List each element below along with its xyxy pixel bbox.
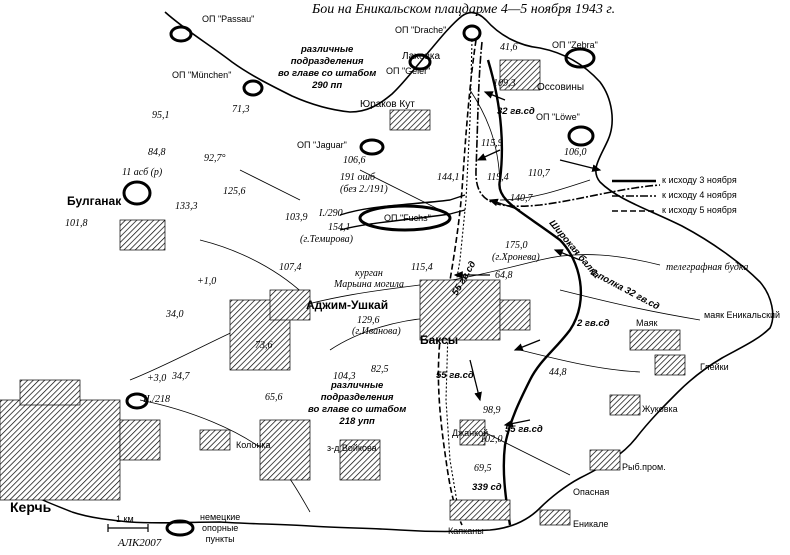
height-129-6: 129,6 [357, 315, 380, 326]
strongpoint-ovals [122, 24, 596, 537]
place-lahovka: Лаховка [402, 51, 441, 62]
place-telegraph: телеграфная будка [666, 262, 749, 273]
legend-strongpoints: немецкие опорные пункты [200, 512, 241, 544]
unit-55-gv-bottom: 55 гв.сд [505, 424, 543, 435]
place-enikale: Еникале [573, 519, 609, 529]
note-south: различные подразделения во главе со штаб… [308, 380, 407, 427]
unit-339-sd: 339 сд [472, 482, 502, 493]
height-115-4: 115,4 [411, 262, 433, 273]
unit-32-gv-north: 32 гв.сд [497, 106, 535, 117]
settlements [0, 59, 686, 526]
unit-191-osho-sub: (без 2./191) [340, 184, 388, 195]
place-bulganak: Булганак [67, 194, 122, 208]
place-kerch: Керчь [10, 499, 52, 515]
height-plus-1-0: +1,0 [197, 276, 217, 287]
legend-nov3: к исходу 3 ноября [662, 175, 737, 185]
unit-55-gv-mid: 55 гв.сд [436, 370, 474, 381]
strongpoint-jaguar: ОП "Jaguar" [297, 140, 347, 150]
unit-temirova: (г.Темирова) [300, 234, 353, 245]
place-baksy: Баксы [420, 333, 459, 347]
legend-scale: 1 км [116, 514, 134, 524]
height-69-5: 69,5 [474, 463, 492, 474]
height-64-8: 64,8 [495, 270, 513, 281]
legend-nov4: к исходу 4 ноября [662, 190, 737, 200]
author-signature: АЛК2007 [118, 537, 162, 549]
height-119-4: 119,4 [487, 172, 509, 183]
height-106-6: 106,6 [343, 155, 366, 166]
note-north: различные подразделения во главе со штаб… [278, 44, 377, 91]
unit-ivanova: (г.Иванова) [352, 326, 401, 337]
strongpoint-fuchs: ОП "Fuchs" [384, 213, 431, 223]
height-44-8: 44,8 [549, 367, 567, 378]
attack-arrows [443, 91, 602, 428]
strongpoint-loewe: ОП "Löwe" [536, 112, 580, 122]
strongpoint-zebra: ОП "Zebra" [552, 40, 598, 50]
height-109-3: 109,3 [493, 78, 516, 89]
place-ossoviny: Оссовины [537, 82, 585, 93]
front-line-nov5 [437, 39, 477, 526]
place-yurakov-kut: Юраков Кут [360, 99, 415, 110]
height-82-5: 82,5 [371, 364, 389, 375]
strongpoint-muenchen: ОП "München" [172, 70, 232, 80]
place-mayak: Маяк [636, 318, 658, 328]
unit-kurgan: курган Марьина могила [334, 268, 404, 290]
height-106-0: 106,0 [564, 147, 587, 158]
height-125-6: 125,6 [223, 186, 246, 197]
strongpoint-geier: ОП "Geier" [386, 66, 431, 76]
place-zhukovka: Жуковка [642, 404, 678, 414]
coastline [71, 11, 774, 533]
place-ryb-prom: Рыб.пром. [622, 462, 666, 472]
height-95-1: 95,1 [152, 110, 170, 121]
unit-2-gv: 2 гв.сд [577, 318, 610, 329]
unit-1-290: I./290 [319, 208, 343, 219]
strongpoint-drache: ОП "Drache" [395, 25, 447, 35]
height-144-1: 144,1 [437, 172, 460, 183]
unit-11-asb: 11 асб (р) [122, 167, 163, 178]
height-175-0: 175,0 [505, 240, 528, 251]
place-dzhankoy: Джанкой [452, 428, 489, 438]
map-title: Бои на Еникальском плацдарме 4—5 ноября … [312, 2, 616, 17]
height-154-1: 154,1 [328, 222, 351, 233]
unit-hroneva: (г.Хронева) [492, 252, 540, 263]
height-65-6: 65,6 [265, 392, 283, 403]
height-140-7: 140,7 [510, 193, 533, 204]
height-84-8: 84,8 [148, 147, 166, 158]
height-107-4: 107,4 [279, 262, 302, 273]
height-102-0: 102,0 [480, 434, 503, 445]
height-92-7: 92,7° [204, 153, 226, 164]
height-101-8: 101,8 [65, 218, 88, 229]
height-71-3: 71,3 [232, 104, 250, 115]
height-98-9: 98,9 [483, 405, 501, 416]
scale-bar [107, 524, 149, 532]
place-opasnaya: Опасная [573, 487, 610, 497]
strongpoint-passau: ОП "Passau" [202, 14, 255, 24]
place-kapkany: Капканы [448, 526, 484, 536]
front-line-nov3 [486, 59, 583, 526]
height-133-3: 133,3 [175, 201, 198, 212]
unit-2-218: II./218 [143, 394, 170, 405]
place-gleyki: Глейки [700, 362, 729, 372]
legend-lines [612, 179, 656, 212]
height-110-7: 110,7 [528, 168, 550, 179]
place-kolonka: Колонка [236, 440, 271, 450]
height-103-9: 103,9 [285, 212, 308, 223]
front-line-nov4 [475, 41, 661, 207]
height-plus-3-0: +3,0 [147, 373, 167, 384]
railway [445, 39, 473, 521]
height-115-9: 115,9 [481, 138, 503, 149]
place-mayak-enikalsky: маяк Еникальский [704, 310, 781, 320]
place-adzhim-ushkay: Аджим-Ушкай [306, 298, 389, 312]
legend-nov5: к исходу 5 ноября [662, 205, 737, 215]
place-voikova: з-д Войкова [327, 443, 377, 453]
height-73-6: 73,6 [255, 340, 273, 351]
unit-191-osho: 191 ошб [340, 172, 376, 183]
height-34-0: 34,0 [166, 309, 184, 320]
height-104-3: 104,3 [333, 371, 356, 382]
height-34-7: 34,7 [172, 371, 190, 382]
height-41-6: 41,6 [500, 42, 518, 53]
